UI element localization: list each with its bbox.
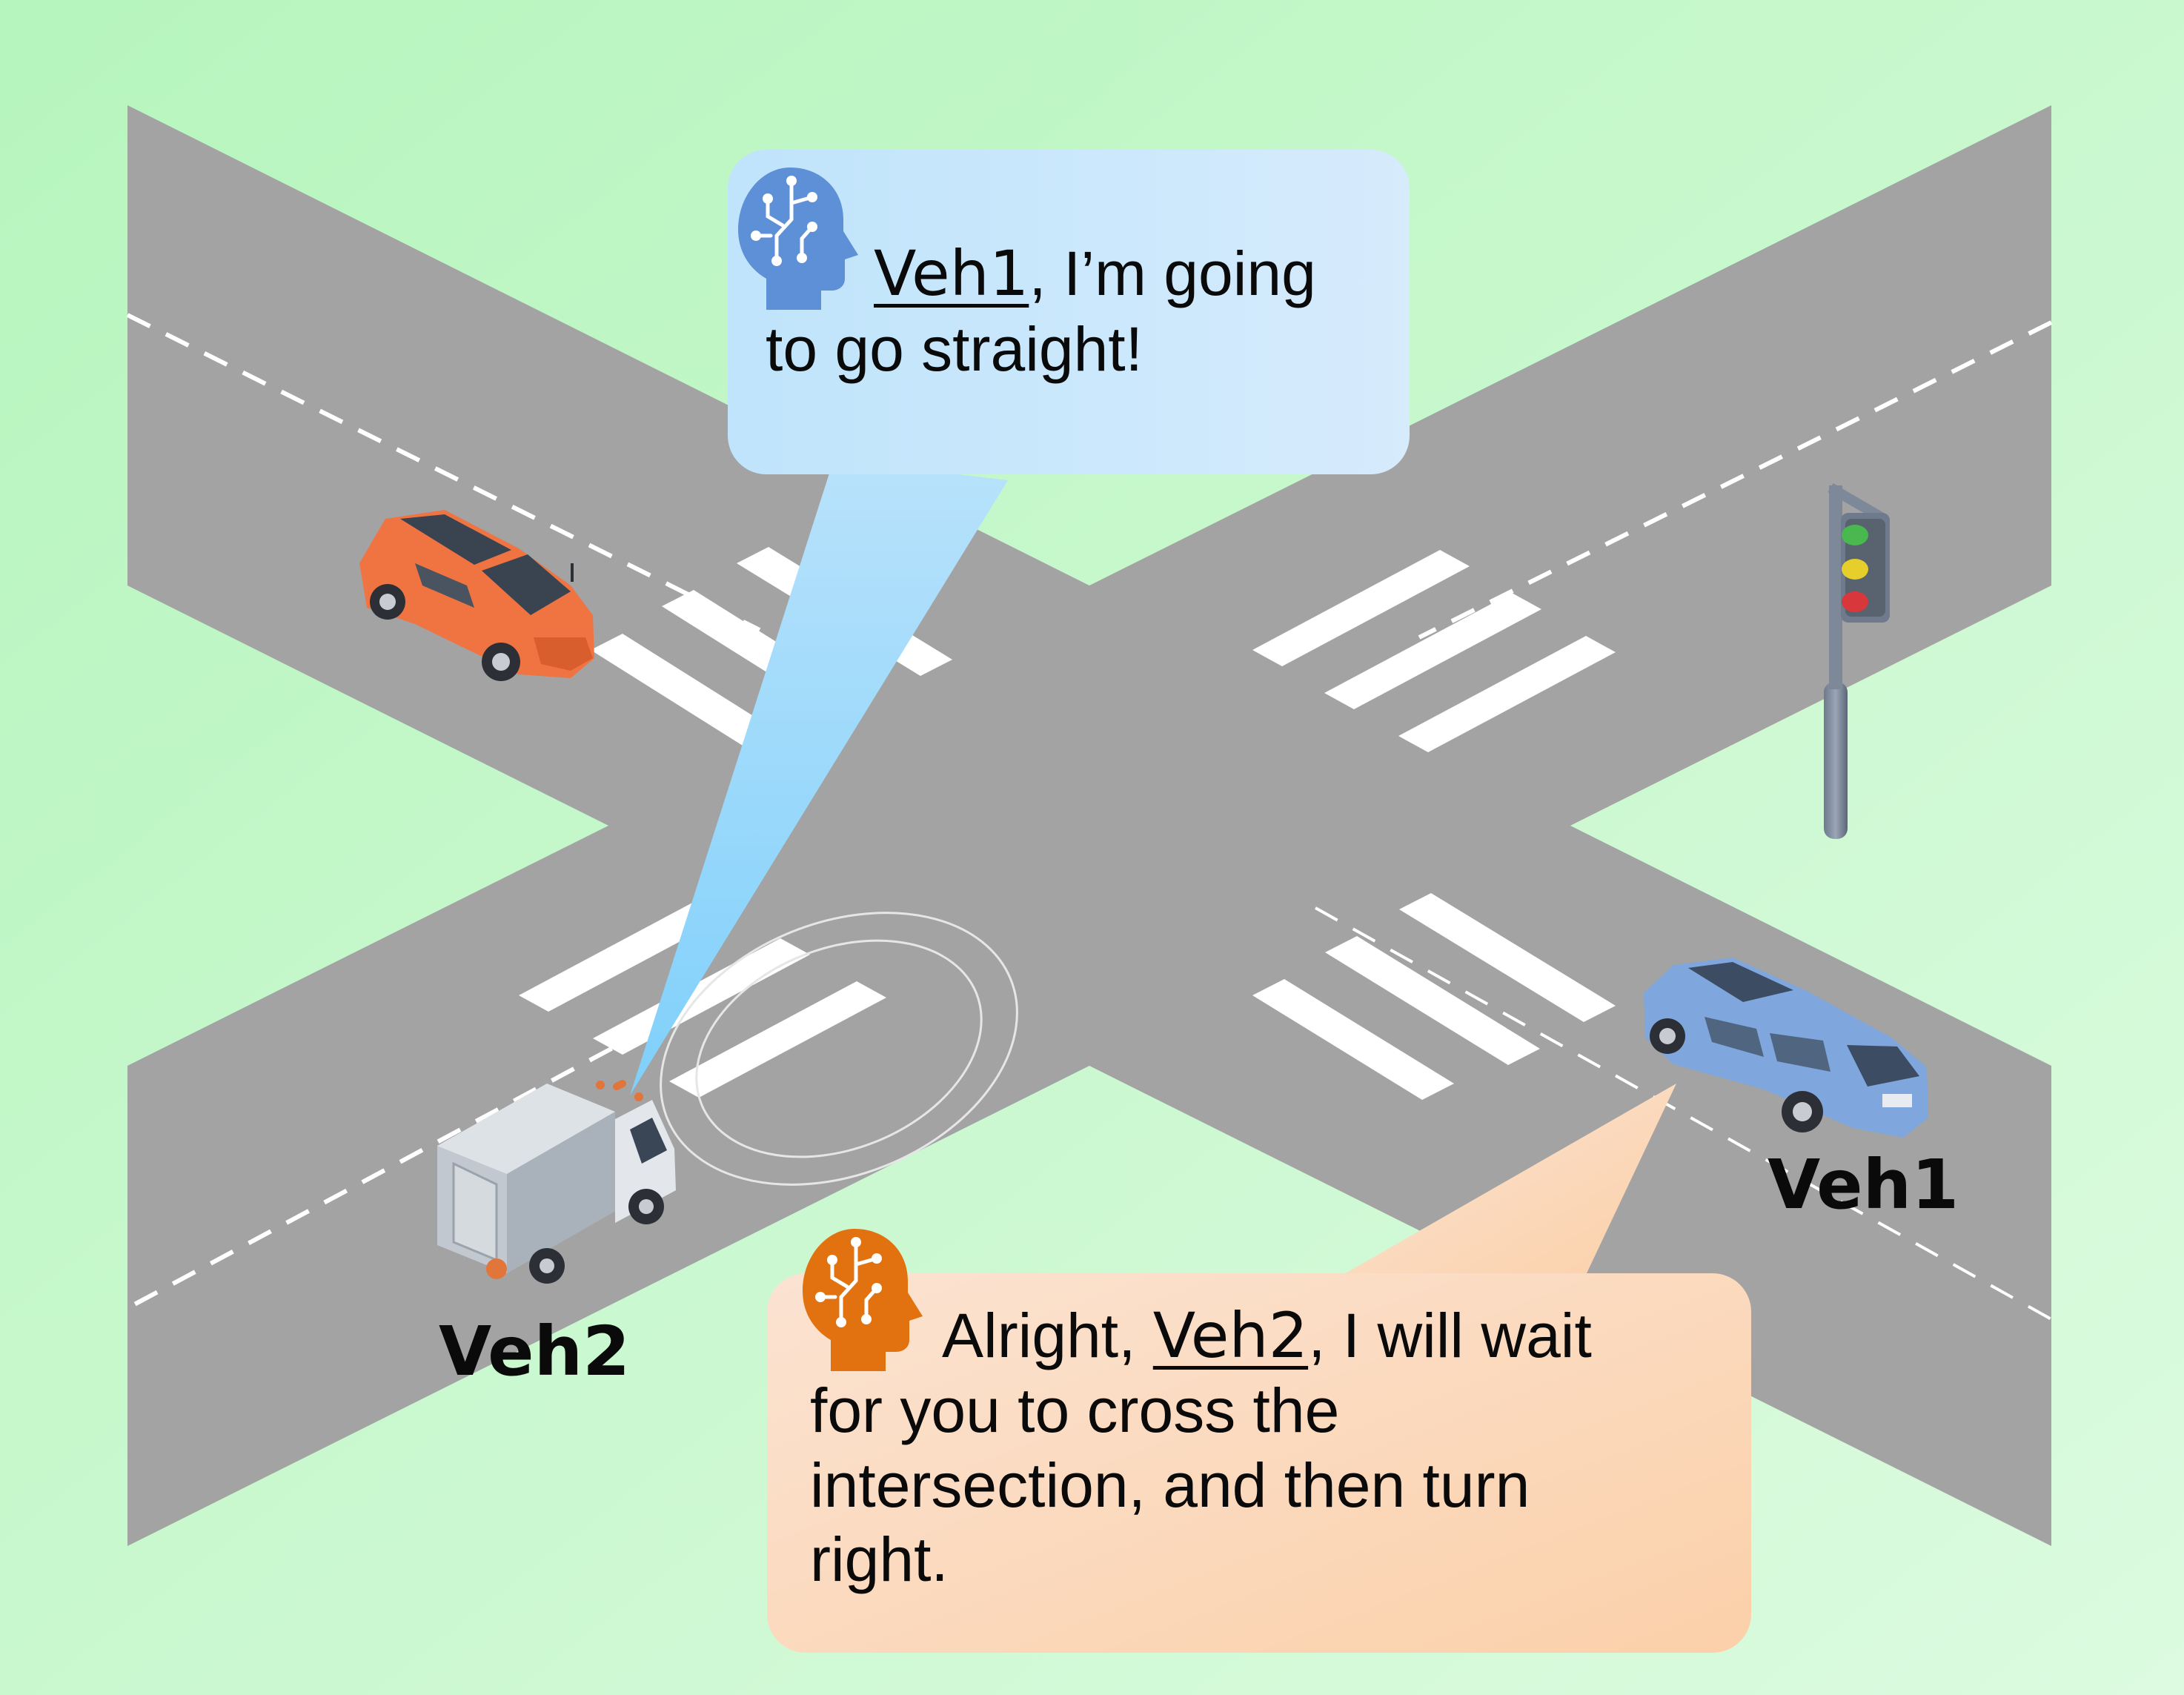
speech-bubble-veh2	[728, 150, 1410, 474]
speech-bubble-veh1-text: Alright, Veh2, I will wait for you to cr…	[810, 1298, 1592, 1597]
bubble-bottom-line3: intersection, and then turn	[810, 1450, 1530, 1520]
speech-tail-veh1	[1343, 1084, 1676, 1275]
bubble-bottom-line1: , I will wait	[1308, 1301, 1592, 1370]
lane-lines	[126, 313, 2053, 1321]
ai-brain-icon	[803, 1229, 923, 1371]
crosswalk-east	[1252, 550, 1616, 752]
sensing-range-rings	[660, 912, 1018, 1186]
veh1-car-icon	[1644, 958, 1928, 1138]
veh2-truck-icon	[437, 1080, 676, 1284]
bubble-top-line2: to go straight!	[766, 314, 1143, 385]
bubble-bottom-line2: for you to cross the	[810, 1375, 1340, 1445]
veh1-mention: Veh1	[874, 237, 1029, 310]
crosswalk-south	[519, 895, 886, 1098]
speech-bubble-veh1	[767, 1273, 1751, 1653]
traffic-light-icon	[1824, 482, 1890, 839]
veh2-label: Veh2	[439, 1312, 631, 1391]
veh1-label: Veh1	[1768, 1145, 1959, 1224]
orange-car-icon	[359, 510, 594, 681]
ai-brain-icon	[738, 167, 858, 310]
bubble-bottom-lead: Alright,	[942, 1301, 1153, 1370]
speech-bubble-veh2-text: Veh1, I’m going to go straight!	[766, 236, 1316, 388]
crosswalk-west	[1252, 893, 1616, 1100]
communication-beam	[630, 460, 1008, 1095]
bubble-bottom-line4: right.	[810, 1525, 949, 1595]
veh2-mention: Veh2	[1152, 1299, 1309, 1372]
bubble-top-line1: , I’m going	[1029, 239, 1316, 308]
